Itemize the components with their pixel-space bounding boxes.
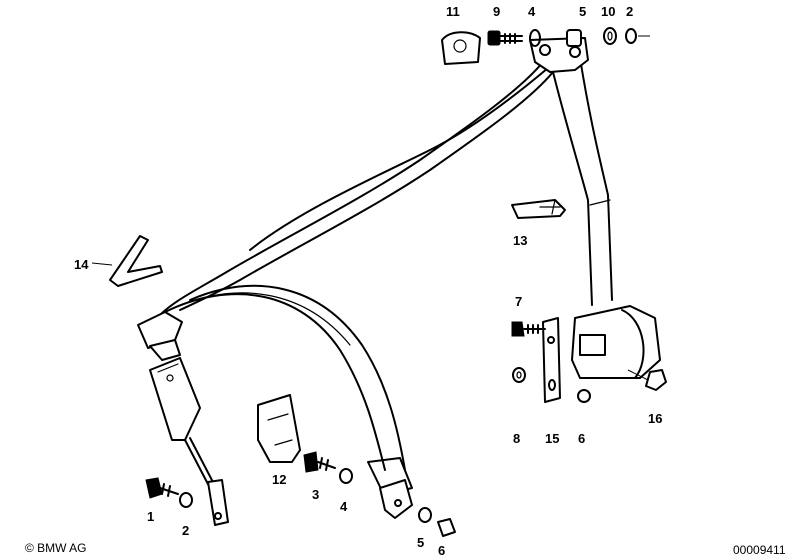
belt-guide [511, 199, 566, 219]
callout-5-bottom: 5 [417, 535, 425, 550]
callout-4-bottom: 4 [340, 499, 348, 514]
callout-1: 1 [147, 509, 155, 524]
callout-3: 3 [312, 487, 320, 502]
callout-2-bottom: 2 [182, 523, 190, 538]
callout-10: 10 [601, 4, 616, 19]
callout-4-top: 4 [528, 4, 536, 19]
callout-15: 15 [545, 431, 560, 446]
callout-2-top: 2 [626, 4, 634, 19]
callout-6-right: 6 [578, 431, 586, 446]
belt-strap [159, 61, 554, 496]
callout-13: 13 [513, 233, 528, 248]
callout-6-bottom: 6 [438, 543, 446, 558]
callout-11: 11 [446, 4, 460, 19]
callout-14: 14 [74, 257, 89, 272]
lower-hardware [303, 451, 456, 537]
retractor-strap [544, 57, 613, 306]
image-number: 00009411 [733, 543, 786, 557]
bracket-14 [91, 235, 163, 287]
buckle [137, 311, 229, 526]
copyright-label: © BMW AG [25, 541, 87, 555]
callout-16: 16 [648, 411, 663, 426]
retractor [511, 305, 667, 403]
callout-5-top: 5 [579, 4, 587, 19]
callout-8: 8 [513, 431, 521, 446]
callout-12: 12 [272, 472, 287, 487]
callout-7: 7 [515, 294, 523, 309]
cover-12 [257, 394, 301, 463]
callout-9: 9 [493, 4, 501, 19]
top-hardware [441, 27, 650, 65]
